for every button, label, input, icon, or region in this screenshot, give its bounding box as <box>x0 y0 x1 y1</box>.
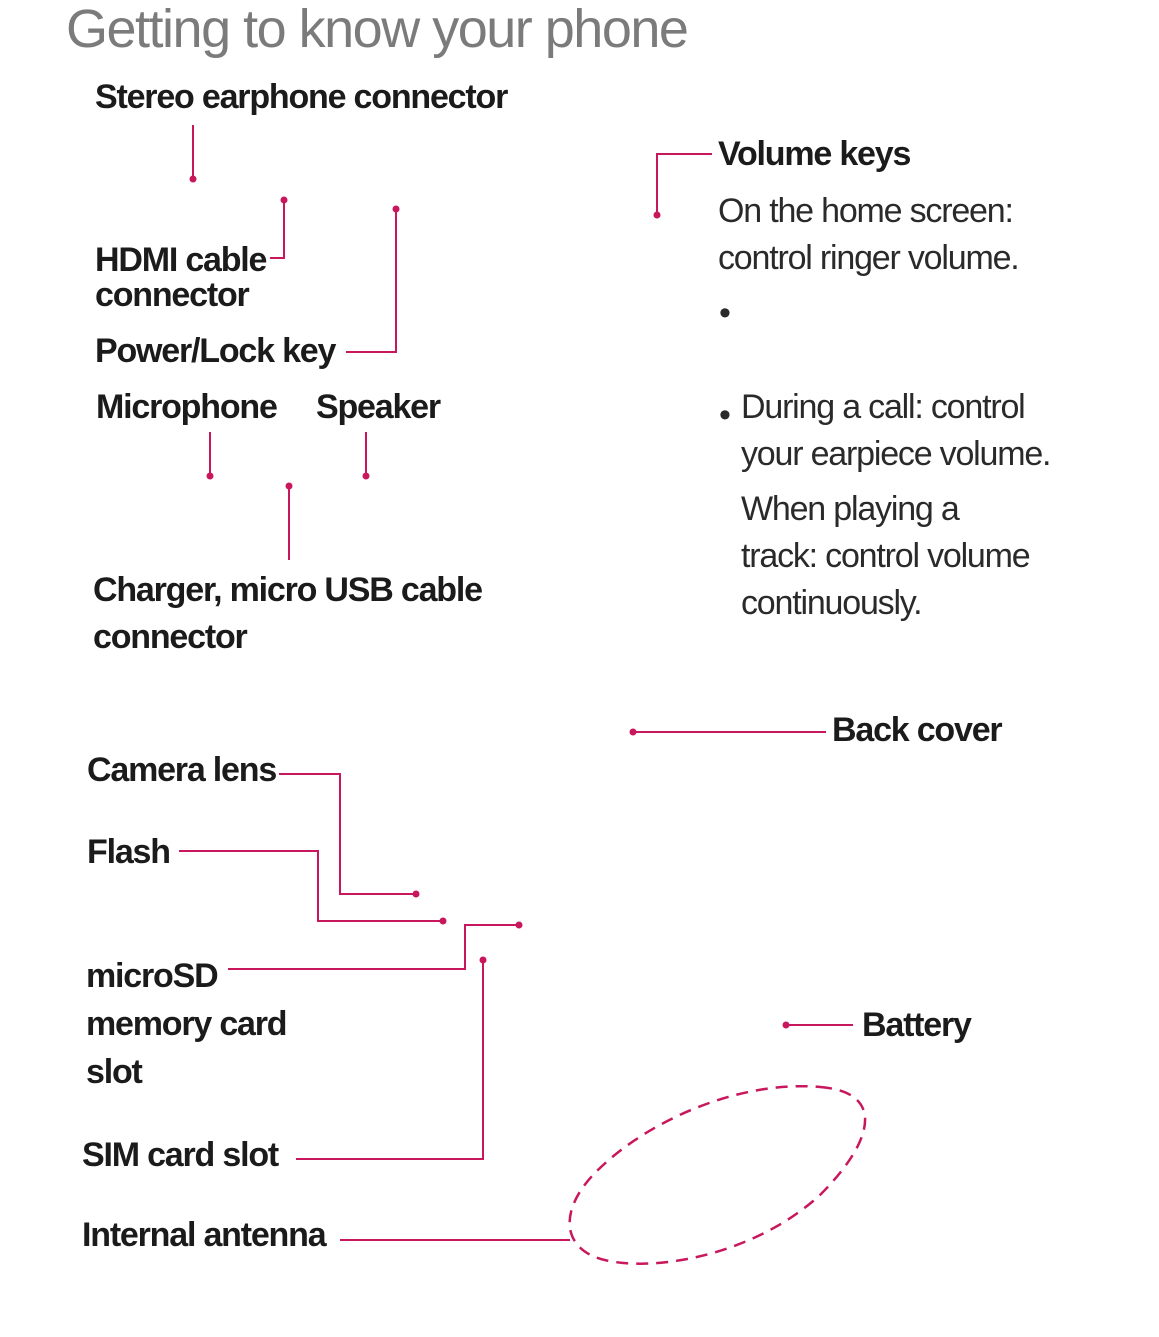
dot-camera-lens <box>412 890 420 898</box>
label-stereo-earphone-connector: Stereo earphone connector <box>95 78 508 116</box>
volume-keys-bullet-text: During a call: control your earpiece vol… <box>741 388 1052 473</box>
label-flash: Flash <box>87 833 171 871</box>
bullet-marker: • <box>719 294 731 332</box>
antenna-dashed-outline <box>568 1084 867 1265</box>
label-battery: Battery <box>862 1006 972 1044</box>
volume-keys-description: On the home screen: control ringer volum… <box>718 192 1020 277</box>
bullet-marker: • <box>719 396 731 434</box>
leader-power-lock <box>346 209 397 353</box>
dot-microphone <box>206 472 214 480</box>
leader-volume-keys <box>656 153 712 215</box>
volume-keys-bullet: • When playing a track: control volume c… <box>719 392 1031 627</box>
label-internal-antenna: Internal antenna <box>82 1216 327 1254</box>
leader-hdmi <box>270 200 285 259</box>
dot-battery <box>782 1021 790 1029</box>
label-volume-keys: Volume keys <box>718 135 911 173</box>
label-speaker: Speaker <box>316 388 441 426</box>
dot-microsd <box>515 921 523 929</box>
label-microphone: Microphone <box>96 388 278 426</box>
dot-back-cover <box>629 728 637 736</box>
dot-speaker <box>362 472 370 480</box>
dot-power-lock <box>392 205 400 213</box>
label-microsd-slot: microSD memory card slot <box>86 957 288 1091</box>
volume-keys-bullet-text: When playing a track: control volume con… <box>741 490 1031 622</box>
page-title: Getting to know your phone <box>66 0 689 59</box>
dot-volume-keys <box>653 211 661 219</box>
label-power-lock-key: Power/Lock key <box>95 332 336 370</box>
volume-keys-bullet: • During a call: control your earpiece v… <box>719 290 1052 478</box>
dot-stereo-earphone <box>189 175 197 183</box>
leader-flash <box>179 850 443 922</box>
leader-camera-lens <box>279 773 416 895</box>
label-sim-card-slot: SIM card slot <box>82 1136 279 1174</box>
leader-microsd <box>228 924 519 970</box>
dot-flash <box>439 917 447 925</box>
label-charger-usb-connector: Charger, micro USB cable connector <box>93 571 483 656</box>
dot-hdmi <box>280 196 288 204</box>
label-camera-lens: Camera lens <box>87 751 277 789</box>
dot-sim <box>479 956 487 964</box>
label-back-cover: Back cover <box>832 711 1003 749</box>
label-hdmi-cable-connector: HDMI cable connector <box>95 241 267 314</box>
dot-charger <box>285 482 293 490</box>
leader-sim <box>296 961 484 1160</box>
